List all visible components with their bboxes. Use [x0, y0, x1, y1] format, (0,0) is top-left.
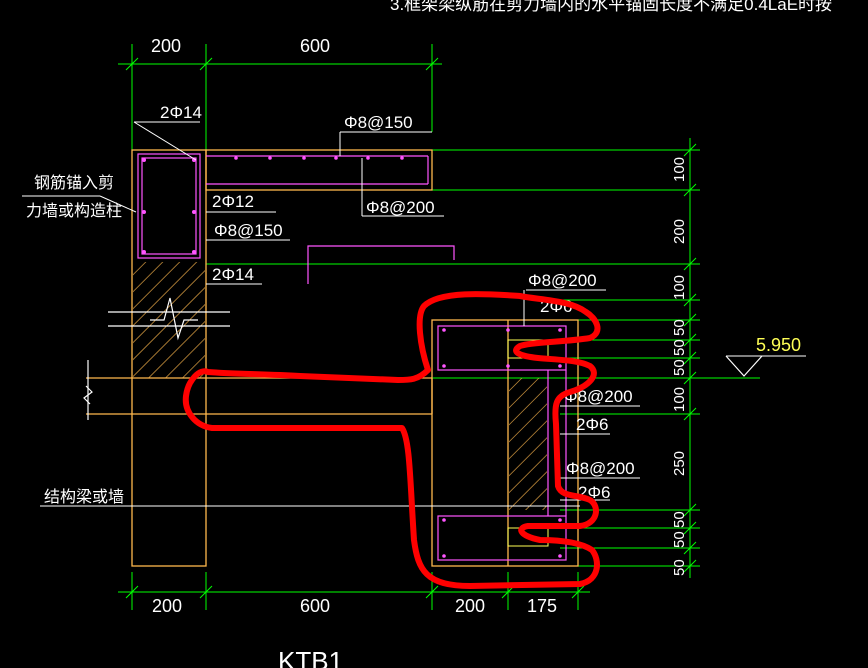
- right-dim-50-b: 50: [671, 339, 688, 356]
- top-dim-200: 200: [151, 36, 181, 56]
- elevation-value: 5.950: [756, 335, 801, 355]
- right-dim-250: 250: [671, 451, 688, 476]
- right-dim-50-a: 50: [671, 319, 688, 336]
- label-anchor-line2: 力墙或构造柱: [26, 202, 122, 220]
- break-symbol-left: [83, 297, 230, 420]
- right-dim-100-b: 100: [671, 275, 688, 300]
- bottom-dim-600: 600: [300, 596, 330, 616]
- label-2phi12: 2Φ12: [212, 192, 254, 211]
- right-dim-50-d: 50: [671, 511, 688, 528]
- leader-lines: [22, 121, 640, 507]
- label-2phi6-b: 2Φ6: [576, 415, 608, 434]
- label-anchor-line1: 钢筋锚入剪: [34, 174, 114, 192]
- label-phi8-200-b: Φ8@200: [528, 271, 597, 290]
- bottom-dimension-chain: [118, 572, 590, 610]
- top-dimension-chain: [118, 44, 442, 150]
- label-phi8-200-a: Φ8@200: [366, 198, 435, 217]
- drawing-title: KTB1: [278, 646, 343, 668]
- bottom-dim-200-right: 200: [455, 596, 485, 616]
- annotation-labels: 2Φ14 Φ8@150 钢筋锚入剪 力墙或构造柱 2Φ12 Φ8@150 Φ8@…: [26, 103, 635, 506]
- right-dim-50-e: 50: [671, 531, 688, 548]
- hatch-right-column: [509, 378, 547, 510]
- header-note: 3.框架梁纵筋在剪力墙内的水平锚固长度不满足0.4LaE时按: [390, 0, 832, 14]
- right-dim-100-c: 100: [671, 387, 688, 412]
- right-dim-200: 200: [671, 219, 688, 244]
- label-phi8-150: Φ8@150: [214, 221, 283, 240]
- bottom-dim-200-left: 200: [152, 596, 182, 616]
- right-dim-50-c: 50: [671, 359, 688, 376]
- label-structure: 结构梁或墙: [44, 488, 124, 506]
- bottom-dim-175: 175: [527, 596, 557, 616]
- red-markup-outline: [182, 291, 601, 589]
- rebar-dots: [142, 156, 562, 558]
- label-phi8-200-d: Φ8@200: [566, 459, 635, 478]
- label-2phi14-top: 2Φ14: [160, 103, 202, 122]
- label-phi8-200-c: Φ8@200: [564, 387, 633, 406]
- elevation-marker: 5.950: [725, 335, 806, 377]
- right-dim-100-a: 100: [671, 157, 688, 182]
- right-dim-50-f: 50: [671, 559, 688, 576]
- label-2phi14-bot: 2Φ14: [212, 265, 254, 284]
- top-dim-600: 600: [300, 36, 330, 56]
- right-dim-labels: 100 200 100 50 50 50 100 250 50 50 50: [671, 157, 688, 576]
- label-phi8-150-top: Φ8@150: [344, 113, 413, 132]
